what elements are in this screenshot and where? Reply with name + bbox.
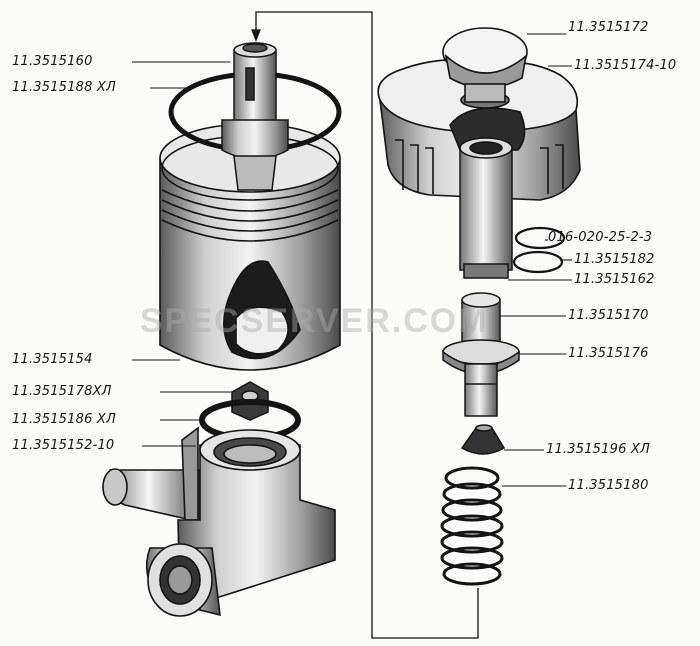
valve-cone bbox=[460, 424, 506, 455]
assembly-line bbox=[251, 11, 479, 639]
guide-tube bbox=[459, 137, 513, 279]
label-11-3515152-10: 11.3515152-10 bbox=[12, 438, 115, 453]
label-11-3515188-hl: 11.3515188 ХЛ bbox=[12, 80, 116, 95]
label-016-020-25-2-3: 016-020-25-2-3 bbox=[548, 230, 653, 245]
label-11-3515186-hl: 11.3515186 ХЛ bbox=[12, 412, 116, 427]
label-11-3515162: 11.3515162 bbox=[574, 272, 655, 287]
snap-ring bbox=[512, 250, 564, 274]
o-ring-small bbox=[514, 226, 566, 250]
leader-lines bbox=[132, 33, 572, 487]
label-11-3515172: 11.3515172 bbox=[568, 20, 649, 35]
label-11-3515176: 11.3515176 bbox=[568, 346, 649, 361]
label-11-3515154: 11.3515154 bbox=[12, 352, 93, 367]
label-11-3515174-10: 11.3515174-10 bbox=[574, 58, 677, 73]
label-11-3515170: 11.3515170 bbox=[568, 308, 649, 323]
label-11-3515182: 11.3515182 bbox=[574, 252, 655, 267]
valve-stem bbox=[221, 42, 289, 191]
housing-body bbox=[102, 426, 336, 617]
label-11-3515180: 11.3515180 bbox=[568, 478, 649, 493]
label-11-3515196-hl: 11.3515196 ХЛ bbox=[546, 442, 650, 457]
label-11-3515160: 11.3515160 bbox=[12, 54, 93, 69]
coil-spring bbox=[440, 466, 504, 586]
cap-knob bbox=[442, 27, 528, 109]
label-11-3515178-hl: 11.3515178ХЛ bbox=[12, 384, 112, 399]
piston bbox=[442, 292, 520, 417]
